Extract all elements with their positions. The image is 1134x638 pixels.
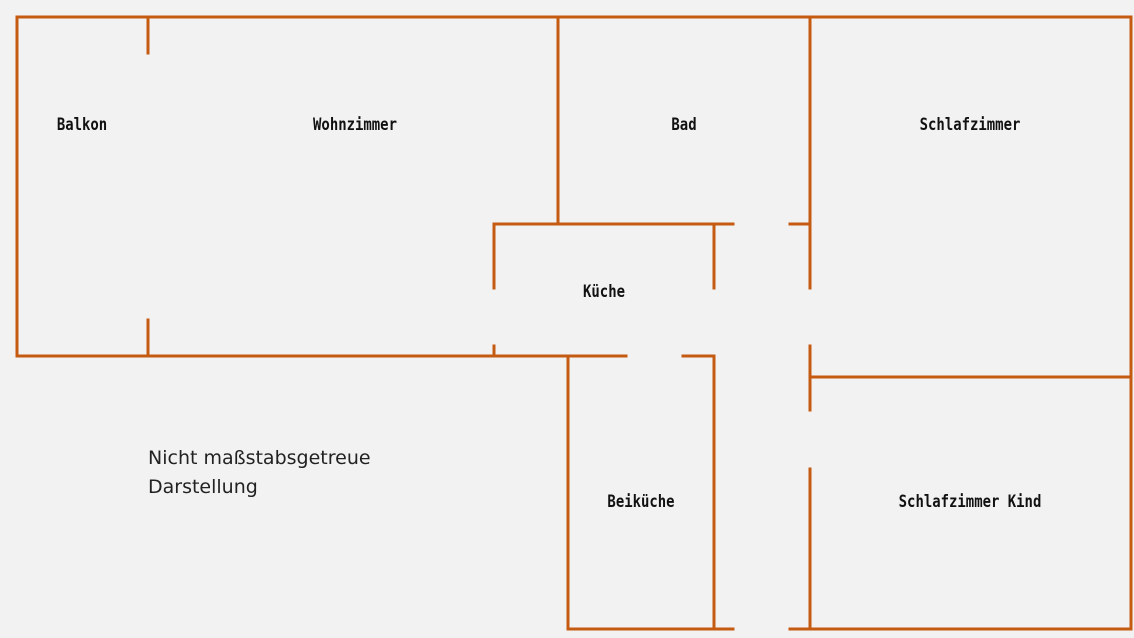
scale-note: Nicht maßstabsgetreue Darstellung (148, 444, 371, 502)
room-label-kueche: Küche (583, 282, 625, 302)
room-label-bad: Bad (671, 115, 697, 135)
scale-note-line-1: Nicht maßstabsgetreue (148, 447, 371, 469)
room-label-schlafzimmer-kind: Schlafzimmer Kind (898, 492, 1042, 512)
room-label-wohnzimmer: Wohnzimmer (313, 115, 397, 135)
room-label-beikueche: Beiküche (607, 492, 675, 512)
scale-note-line-2: Darstellung (148, 476, 258, 498)
room-label-schlafzimmer: Schlafzimmer (919, 115, 1021, 135)
room-label-balkon: Balkon (56, 115, 108, 135)
